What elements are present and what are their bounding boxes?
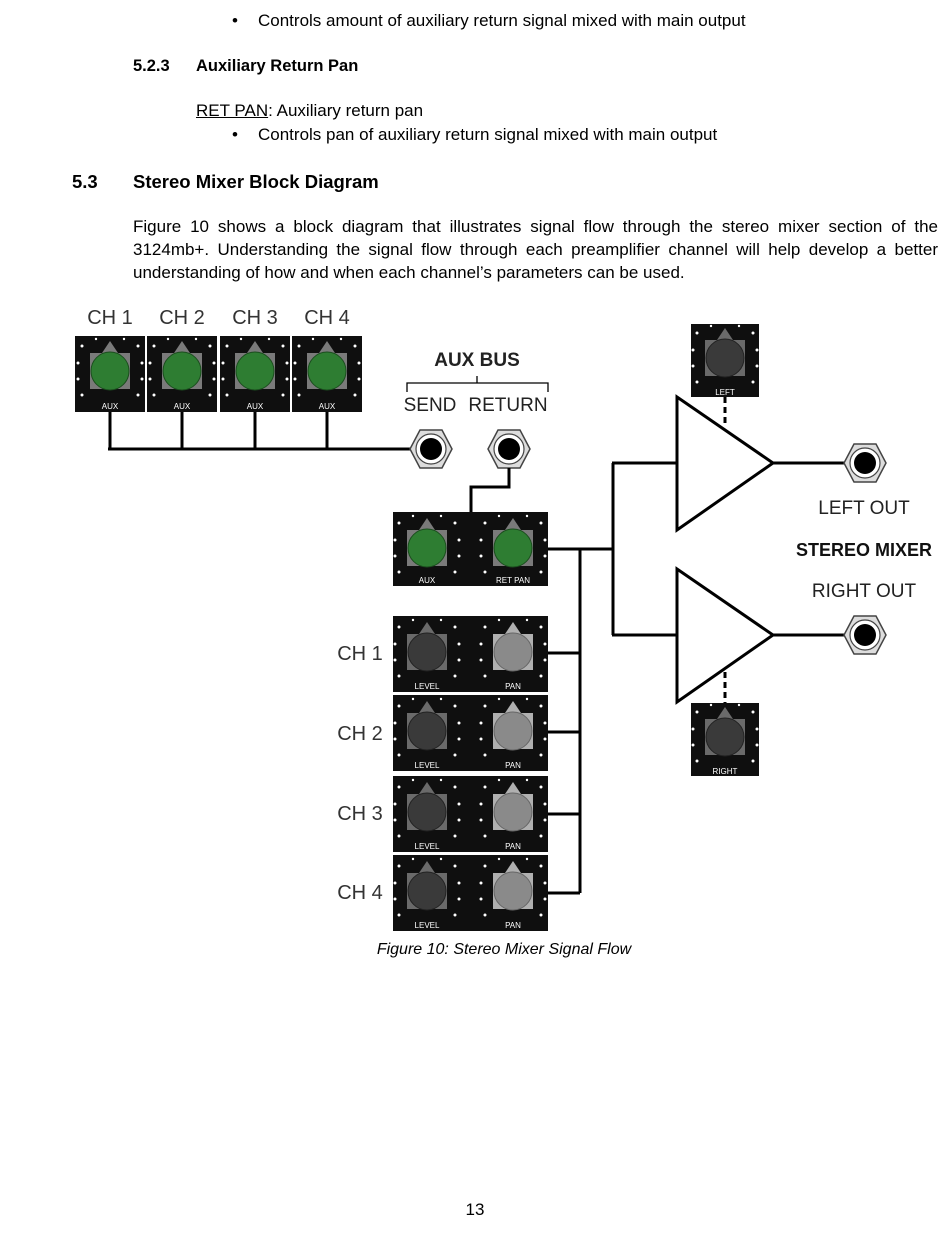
- aux-bus-title: AUX BUS: [434, 350, 520, 371]
- level-knob-label: LEVEL: [415, 921, 440, 930]
- section-number: 5.3: [72, 171, 98, 192]
- mixer-ch2-label: CH 2: [337, 723, 383, 745]
- knob-label: AUX: [319, 402, 336, 411]
- top-aux-knob-ch1: AUX: [75, 336, 145, 412]
- knob-label: AUX: [174, 402, 191, 411]
- mixer-ch2-panel: LEVEL PAN: [393, 695, 548, 771]
- top-ch1-label: CH 1: [87, 307, 133, 329]
- right-amp-triangle: [675, 566, 776, 705]
- pan-knob-label: PAN: [505, 842, 521, 851]
- pan-knob-label: PAN: [505, 761, 521, 770]
- top-aux-knob-ch4: AUX: [292, 336, 362, 412]
- knob-label: AUX: [102, 402, 119, 411]
- mixer-ch1-panel: LEVEL PAN: [393, 616, 548, 692]
- return-label: RETURN: [468, 395, 547, 416]
- page-number: 13: [465, 1200, 485, 1219]
- bullet-text: Controls amount of auxiliary return sign…: [258, 11, 746, 30]
- left-out-label: LEFT OUT: [818, 498, 910, 519]
- right-master-knob: RIGHT: [691, 703, 759, 776]
- level-knob-label: LEVEL: [415, 842, 440, 851]
- top-aux-knob-ch2: AUX: [147, 336, 217, 412]
- level-knob-label: LEVEL: [415, 761, 440, 770]
- ret-pan-desc: : Auxiliary return pan: [268, 101, 424, 120]
- return-aux-knob-label: AUX: [419, 576, 436, 585]
- right-out-jack-icon: [843, 615, 887, 655]
- aux-bus-bracket: [406, 376, 549, 392]
- pan-knob-label: PAN: [505, 921, 521, 930]
- send-label: SEND: [404, 395, 457, 416]
- section-title: Auxiliary Return Pan: [196, 57, 359, 75]
- stereo-mixer-block-diagram: CH 1 CH 2 CH 3 CH 4 AUX AUX AUX AUX: [75, 307, 932, 931]
- return-pan-knob-label: RET PAN: [496, 576, 530, 585]
- left-amp-triangle: [675, 394, 776, 533]
- top-ch4-label: CH 4: [304, 307, 350, 329]
- right-out-label: RIGHT OUT: [812, 581, 917, 602]
- send-jack-icon: [409, 429, 453, 469]
- bullet-marker: •: [232, 125, 238, 144]
- mixer-ch3-label: CH 3: [337, 803, 383, 825]
- section-number: 5.2.3: [133, 57, 170, 75]
- left-out-jack-icon: [843, 443, 887, 483]
- left-master-knob: LEFT: [691, 324, 759, 397]
- return-knob-panel: AUX RET PAN: [393, 512, 548, 586]
- ret-pan-definition: RET PAN: Auxiliary return pan: [196, 99, 423, 122]
- level-knob-label: LEVEL: [415, 682, 440, 691]
- mixer-ch3-panel: LEVEL PAN: [393, 776, 548, 852]
- left-knob-label: LEFT: [715, 388, 735, 397]
- aux-send-bus-lines: [108, 412, 412, 451]
- section-title: Stereo Mixer Block Diagram: [133, 171, 379, 192]
- bullet-marker: •: [232, 11, 238, 30]
- mixer-ch4-panel: LEVEL PAN: [393, 855, 548, 931]
- return-jack-icon: [487, 429, 531, 469]
- stereo-mixer-label: STEREO MIXER: [796, 540, 932, 560]
- mix-bus-lines: [548, 461, 845, 895]
- section-53-paragraph: Figure 10 shows a block diagram that ill…: [133, 217, 938, 282]
- ret-pan-term: RET PAN: [196, 101, 269, 120]
- mixer-ch4-label: CH 4: [337, 882, 383, 904]
- pan-knob-label: PAN: [505, 682, 521, 691]
- knob-label: AUX: [247, 402, 264, 411]
- mixer-ch1-label: CH 1: [337, 643, 383, 665]
- right-knob-label: RIGHT: [713, 767, 738, 776]
- top-aux-knob-ch3: AUX: [220, 336, 290, 412]
- return-line: [469, 468, 511, 512]
- bullet-text: Controls pan of auxiliary return signal …: [258, 125, 718, 144]
- figure-caption: Figure 10: Stereo Mixer Signal Flow: [376, 941, 632, 958]
- top-ch2-label: CH 2: [159, 307, 205, 329]
- top-ch3-label: CH 3: [232, 307, 278, 329]
